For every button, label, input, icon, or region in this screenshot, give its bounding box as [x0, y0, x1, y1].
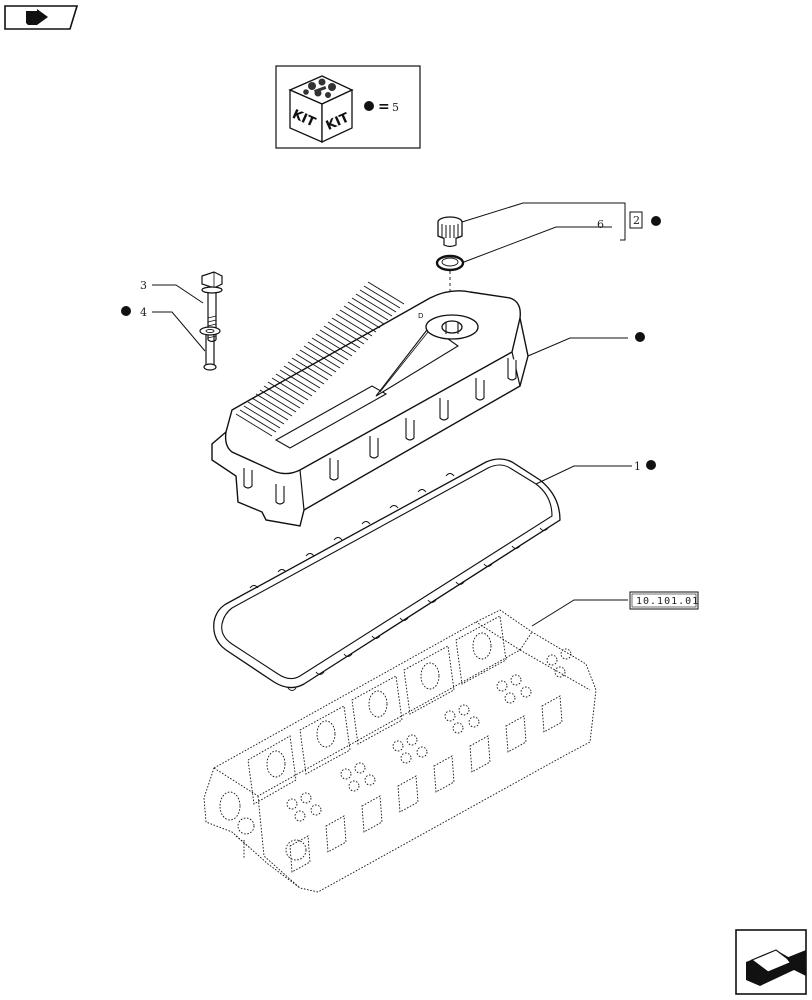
kit-legend: KIT KIT = 5: [275, 65, 421, 149]
kit-dot-icon: [121, 306, 131, 316]
label-item-4: 4: [140, 306, 147, 319]
label-item-2: 2: [633, 214, 640, 227]
svg-text:D: D: [418, 312, 423, 320]
label-item-1: 1: [634, 460, 641, 473]
kit-dot-icon: [364, 101, 374, 111]
kit-box-icon: KIT KIT: [288, 75, 354, 144]
kit-dot-icon: [651, 216, 661, 226]
nav-back-arrow-icon[interactable]: [4, 5, 79, 30]
sleeve-washer[interactable]: [199, 326, 221, 371]
kit-dot-icon: [646, 460, 656, 470]
breather-cap[interactable]: [437, 216, 463, 248]
valve-cover[interactable]: D: [211, 281, 529, 527]
section-reference-box[interactable]: 10.101.01: [629, 591, 699, 610]
kit-equals-sign: =: [378, 99, 390, 115]
valve-cover-gasket[interactable]: [213, 458, 561, 691]
o-ring[interactable]: [435, 254, 465, 272]
section-reference-label: 10.101.01: [636, 596, 699, 607]
label-item-3: 3: [140, 279, 147, 292]
kit-reference-number: 5: [392, 101, 399, 114]
kit-dot-icon: [635, 332, 645, 342]
nav-next-arrow-icon[interactable]: [735, 929, 807, 995]
label-item-6: 6: [597, 218, 604, 231]
cylinder-head-reference: [203, 609, 597, 893]
